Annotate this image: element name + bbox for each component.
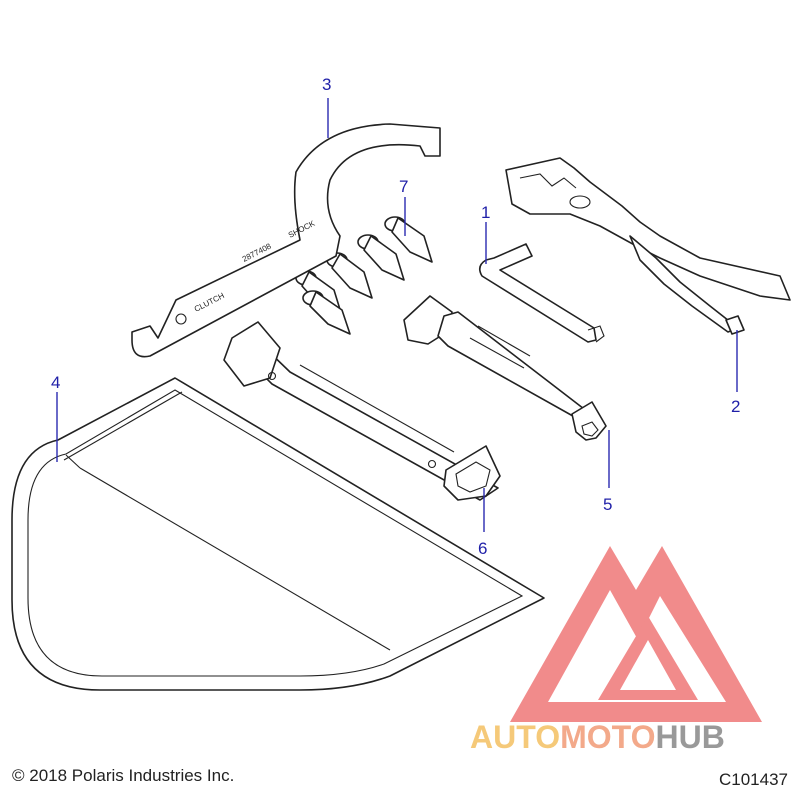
push-rivets bbox=[295, 216, 433, 335]
leader-lines bbox=[56, 98, 738, 532]
callout-7: 7 bbox=[399, 177, 408, 196]
watermark-logo-text: AUTOMOTOHUB bbox=[470, 719, 725, 755]
driver-tool bbox=[403, 295, 607, 441]
copyright-notice: © 2018 Polaris Industries Inc. bbox=[12, 766, 235, 785]
callout-4: 4 bbox=[51, 373, 60, 392]
callout-6: 6 bbox=[478, 539, 487, 558]
spark-plug-wrench bbox=[223, 321, 501, 501]
callout-1: 1 bbox=[481, 203, 490, 222]
l-key bbox=[478, 243, 605, 343]
tool-pouch bbox=[11, 377, 545, 691]
callout-5: 5 bbox=[603, 495, 612, 514]
callout-3: 3 bbox=[322, 75, 331, 94]
drawing-code: C101437 bbox=[718, 770, 788, 789]
pliers bbox=[505, 157, 791, 335]
callout-2: 2 bbox=[731, 397, 740, 416]
spanner-wrench: SHOCK 2877408 CLUTCH bbox=[131, 123, 441, 358]
automotohub-watermark: AUTOMOTOHUB bbox=[470, 546, 762, 755]
